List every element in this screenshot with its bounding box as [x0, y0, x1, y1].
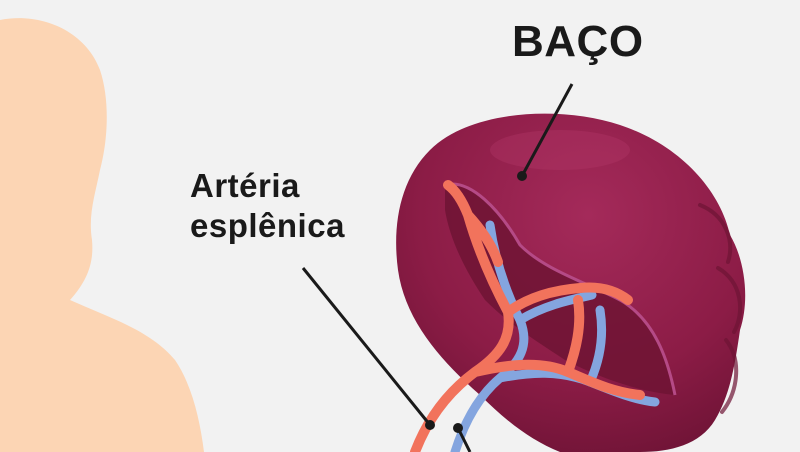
- artery-leader-dot: [425, 420, 435, 430]
- splenic-artery: [410, 180, 645, 452]
- organ-leader-line: [520, 83, 574, 177]
- spleen-hilum-rim: [444, 182, 677, 396]
- spleen-lobes: [698, 203, 743, 414]
- splenic-artery-label-line2: esplênica: [190, 207, 345, 244]
- artery-leader-line: [301, 267, 432, 426]
- organ-leader-dot: [517, 171, 527, 181]
- splenic-vessels: [410, 180, 660, 452]
- body-silhouette: [0, 18, 204, 452]
- organ-label: BAÇO: [512, 17, 644, 66]
- spleen-highlight: [490, 130, 630, 170]
- splenic-artery-label-line1: Artéria: [190, 167, 300, 204]
- splenic-artery-label: Artéria esplênica: [190, 166, 345, 246]
- vein-leader-dot: [453, 423, 463, 433]
